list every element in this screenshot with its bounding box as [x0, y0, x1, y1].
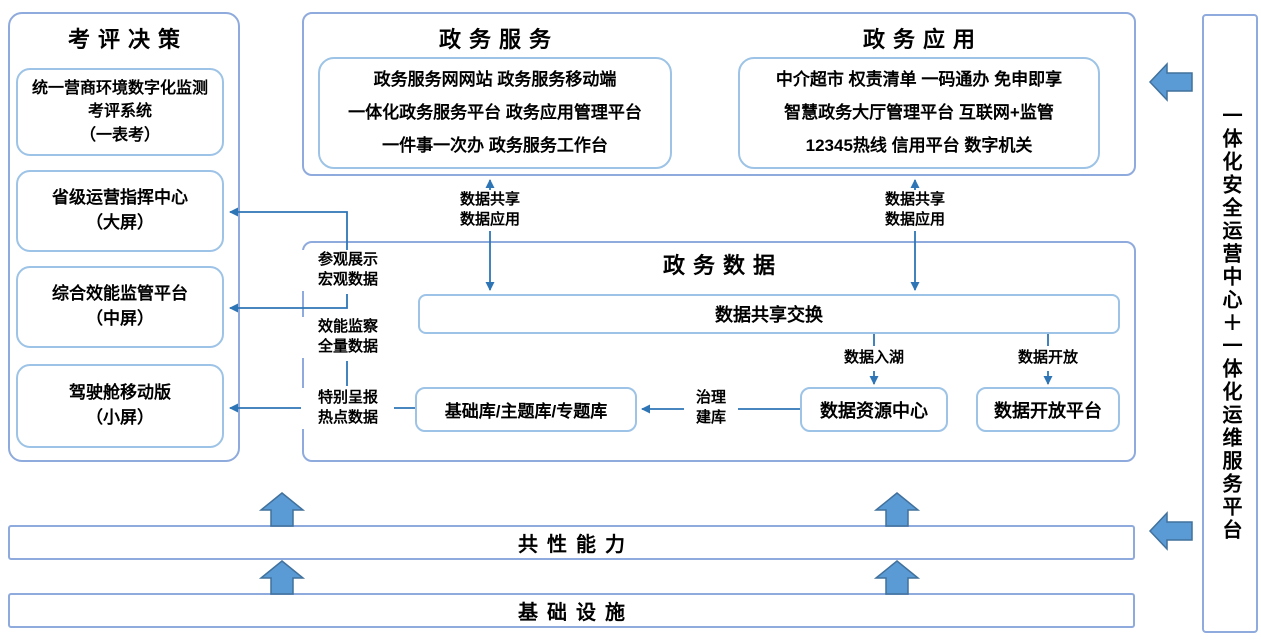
small-screen-data-label: 特别呈报 热点数据 [302, 388, 394, 429]
gov-service-box: 政务服务网网站 政务服务移动端 一体化政务服务平台 政务应用管理平台 一件事一次… [318, 57, 672, 169]
box-line: 考评系统 [87, 103, 152, 121]
box-line: 省级运营指挥中心 [52, 188, 188, 208]
box-line: 一件事一次办 政务服务工作台 [382, 135, 608, 155]
box-line: （大屏） [86, 213, 154, 232]
left-arrow-bottom [1148, 511, 1193, 551]
infrastructure-bar: 基础设施 [8, 593, 1135, 628]
mid-screen-data-label: 效能监察 全量数据 [302, 317, 394, 358]
data-open-label: 数据开放 [998, 348, 1098, 369]
box-line: 综合效能监管平台 [52, 284, 188, 304]
data-open-platform-box: 数据开放平台 [976, 387, 1120, 432]
data-resource-center-box: 数据资源中心 [800, 387, 948, 432]
efficiency-supervision-platform-box: 综合效能监管平台 （中屏） [16, 266, 224, 348]
box-line: 统一营商环境数字化监测 [31, 80, 208, 98]
box-line: 12345热线 信用平台 数字机关 [805, 135, 1033, 155]
up-arrow-left-bottom [258, 560, 306, 595]
security-ops-maintenance-panel: 一体化安全运营中心＋一体化运维服务平台 [1202, 14, 1258, 633]
govern-build-label: 治理 建库 [684, 388, 738, 429]
gov-application-box: 中介超市 权责清单 一码通办 免申即享 智慧政务大厅管理平台 互联网+监管 12… [738, 57, 1100, 169]
data-exchange-bar: 数据共享交换 [418, 294, 1120, 334]
unified-monitoring-system-box: 统一营商环境数字化监测 考评系统 （一表考） [16, 68, 224, 156]
up-arrow-right-bottom [873, 560, 921, 595]
common-capability-bar: 共性能力 [8, 525, 1135, 560]
provincial-command-center-box: 省级运营指挥中心 （大屏） [16, 170, 224, 252]
box-line: （一表考） [79, 126, 160, 144]
base-library-box: 基础库/主题库/专题库 [415, 387, 637, 432]
left-arrow-top [1148, 62, 1193, 102]
box-line: （小屏） [86, 408, 154, 427]
box-line: 驾驶舱移动版 [69, 383, 171, 403]
up-arrow-left-top [258, 492, 306, 527]
gov-data-title: 政务数据 [662, 253, 783, 278]
big-screen-data-label: 参观展示 宏观数据 [302, 250, 394, 291]
box-line: 一体化政务服务平台 政务应用管理平台 [348, 102, 642, 122]
up-arrow-right-top [873, 492, 921, 527]
gov-application-title: 政务应用 [862, 27, 983, 52]
box-line: 政务服务网网站 政务服务移动端 [373, 69, 617, 89]
data-lake-label: 数据入湖 [824, 348, 924, 369]
box-line: 智慧政务大厅管理平台 互联网+监管 [784, 102, 1054, 122]
share-app-label-right: 数据共享 数据应用 [875, 190, 955, 231]
box-line: （中屏） [86, 309, 154, 328]
gov-service-title: 政务服务 [438, 27, 559, 52]
share-app-label-left: 数据共享 数据应用 [450, 190, 530, 231]
box-line: 中介超市 权责清单 一码通办 免申即享 [775, 69, 1063, 89]
evaluation-decision-title: 考评决策 [67, 27, 188, 52]
cockpit-mobile-box: 驾驶舱移动版 （小屏） [16, 364, 224, 448]
